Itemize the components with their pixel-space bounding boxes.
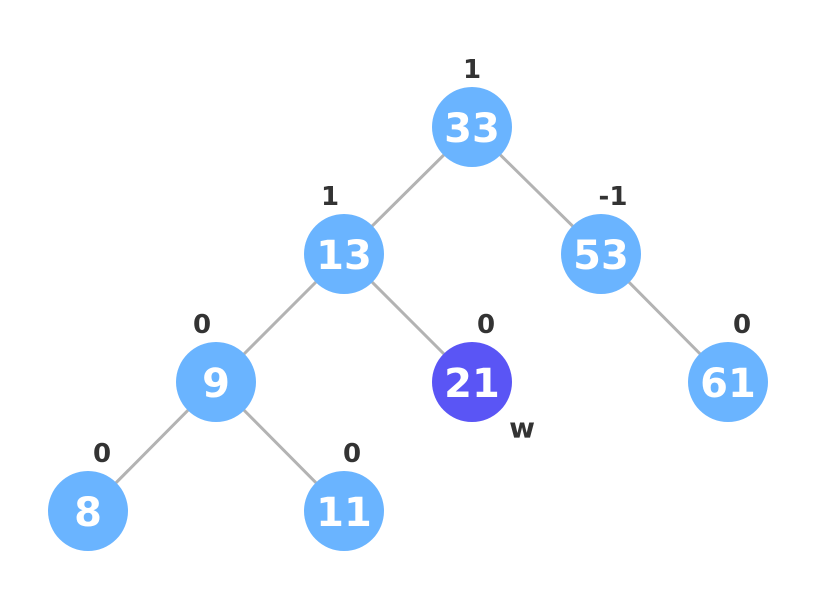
- node-value: 33: [444, 106, 500, 152]
- tree-node-11: 11 0: [304, 439, 384, 551]
- node-circle: [304, 471, 384, 551]
- tree-node-61: 61 0: [688, 310, 768, 422]
- balance-factor-label: 0: [343, 439, 361, 469]
- node-value: 9: [202, 361, 230, 407]
- balance-factor-label: 0: [733, 310, 751, 340]
- tree-node-8: 80: [48, 439, 128, 551]
- node-value: 53: [573, 233, 629, 279]
- tree-node-33: 33 1: [432, 55, 512, 167]
- tree-node-13: 13 1: [304, 182, 384, 294]
- node-circle: [48, 471, 128, 551]
- node-value: 8: [74, 490, 102, 536]
- tree-node-53: 53 -1: [561, 182, 641, 294]
- node-circle: [432, 342, 512, 422]
- node-circle: [688, 342, 768, 422]
- node-circle: [176, 342, 256, 422]
- edges-layer: [86, 125, 730, 513]
- tree-node-9: 90: [176, 310, 256, 422]
- balance-factor-label: 0: [93, 439, 111, 469]
- node-circle: [432, 87, 512, 167]
- balance-factor-label: -1: [599, 182, 628, 212]
- balance-factor-label: 1: [463, 55, 481, 85]
- node-tag-label: w: [509, 412, 535, 445]
- node-circle: [304, 214, 384, 294]
- node-value: 11: [316, 490, 372, 536]
- node-value: 21: [444, 361, 500, 407]
- node-circle: [561, 214, 641, 294]
- tree-node-21: 21 0 w: [432, 310, 535, 445]
- balance-factor-label: 1: [321, 182, 339, 212]
- balance-factor-label: 0: [477, 310, 495, 340]
- node-value: 61: [700, 361, 756, 407]
- node-value: 13: [316, 233, 372, 279]
- balance-factor-label: 0: [193, 310, 211, 340]
